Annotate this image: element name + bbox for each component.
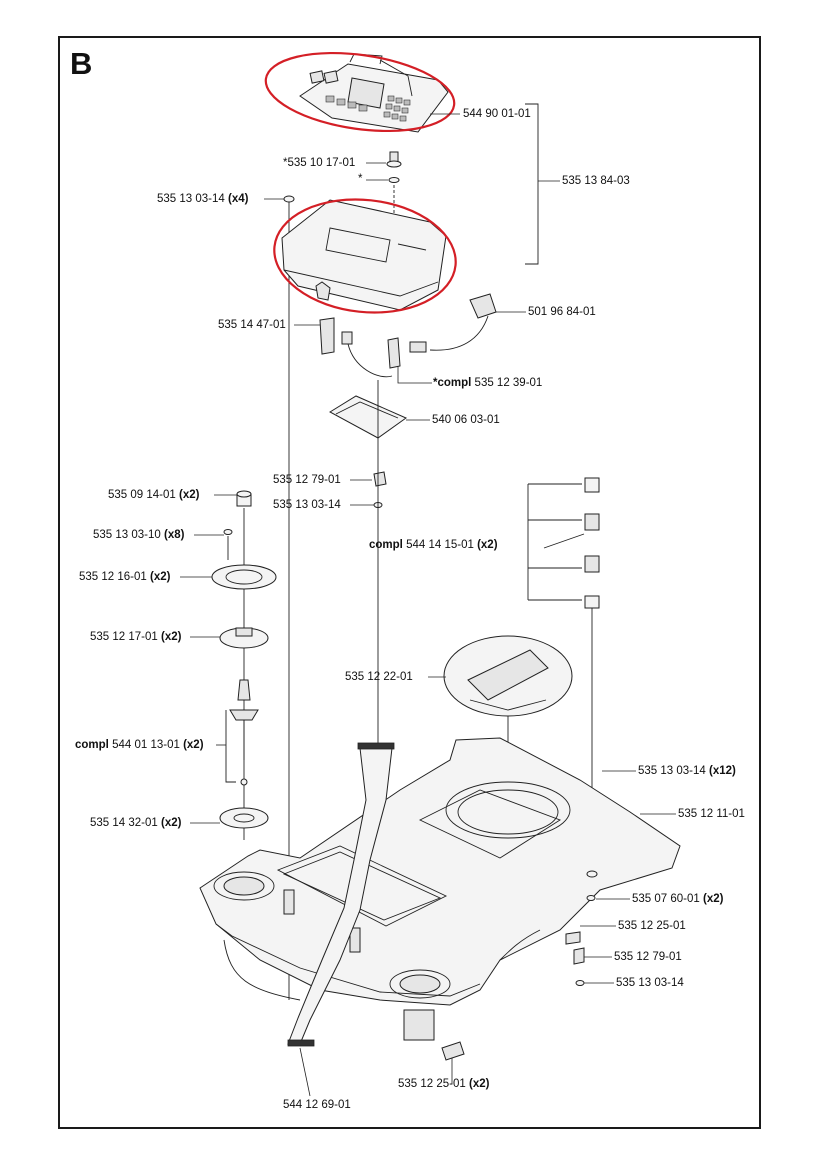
- display-cover: [273, 198, 457, 314]
- bracket-group: [525, 103, 539, 265]
- clip-bottom-center: [441, 1041, 465, 1061]
- part-label-535-14-32-01-x2: 535 14 32-01 (x2): [90, 817, 182, 829]
- screw-bottom: [575, 980, 585, 986]
- connector-cable: [341, 331, 401, 378]
- part-label-asterisk: *: [358, 173, 363, 185]
- part-label-544-90-01-01: 544 90 01-01: [463, 108, 531, 120]
- part-label-535-13-03-14: 535 13 03-14: [273, 499, 341, 511]
- part-label-535-12-25-01-x2: 535 12 25-01 (x2): [398, 1078, 490, 1090]
- part-label-535-13-84-03: 535 13 84-03: [562, 175, 630, 187]
- part-label-544-14-15-01-x2: compl 544 14 15-01 (x2): [369, 539, 498, 551]
- washer-bottom: [586, 895, 596, 901]
- part-label-535-12-79-01-b: 535 12 79-01: [614, 951, 682, 963]
- part-label-535-13-03-10-x8: 535 13 03-10 (x8): [93, 529, 185, 541]
- main-chassis: [199, 737, 681, 1041]
- hatch-lid: [443, 635, 573, 820]
- part-label-535-12-79-01: 535 12 79-01: [273, 474, 341, 486]
- ribbon-cable: [287, 742, 395, 1047]
- part-label-544-01-13-01-x2: compl 544 01 13-01 (x2): [75, 739, 204, 751]
- highlight-circle-cover: [273, 198, 457, 314]
- circuit-board: [329, 395, 408, 439]
- keypad-membrane: [264, 51, 456, 133]
- part-label-544-12-69-01: 544 12 69-01: [283, 1099, 351, 1111]
- part-label-535-12-17-01-x2: 535 12 17-01 (x2): [90, 631, 182, 643]
- highlight-circle-keypad: [264, 51, 456, 133]
- part-label-535-13-03-14-x4: 535 13 03-14 (x4): [157, 193, 249, 205]
- part-label-540-06-03-01: 540 06 03-01: [432, 414, 500, 426]
- section-letter: B: [70, 46, 93, 81]
- clip-bottom: [565, 931, 581, 945]
- part-label-535-09-14-01-x2: 535 09 14-01 (x2): [108, 489, 200, 501]
- part-label-535-14-47-01: 535 14 47-01: [218, 319, 286, 331]
- part-label-501-96-84-01: 501 96 84-01: [528, 306, 596, 318]
- bracket-bottom: [573, 947, 585, 965]
- part-label-535-10-17-01: *535 10 17-01: [283, 157, 356, 169]
- right-column-stack: [527, 477, 600, 880]
- part-label-535-13-03-14-x12: 535 13 03-14 (x12): [638, 765, 736, 777]
- part-label-535-12-25-01: 535 12 25-01: [618, 920, 686, 932]
- left-column-stack: [211, 490, 277, 840]
- diagram-frame: [58, 36, 761, 1129]
- part-label-535-12-22-01: 535 12 22-01: [345, 671, 413, 683]
- small-bracket: [373, 471, 387, 487]
- part-label-535-13-03-14-b: 535 13 03-14: [616, 977, 684, 989]
- clip-part: [319, 317, 335, 355]
- part-label-535-12-16-01-x2: 535 12 16-01 (x2): [79, 571, 171, 583]
- part-label-535-07-60-01-x2: 535 07 60-01 (x2): [632, 893, 724, 905]
- part-label-535-12-39-01: *compl 535 12 39-01: [433, 377, 543, 389]
- part-label-535-12-11-01: 535 12 11-01: [678, 808, 745, 820]
- leader-lines: [180, 113, 676, 1097]
